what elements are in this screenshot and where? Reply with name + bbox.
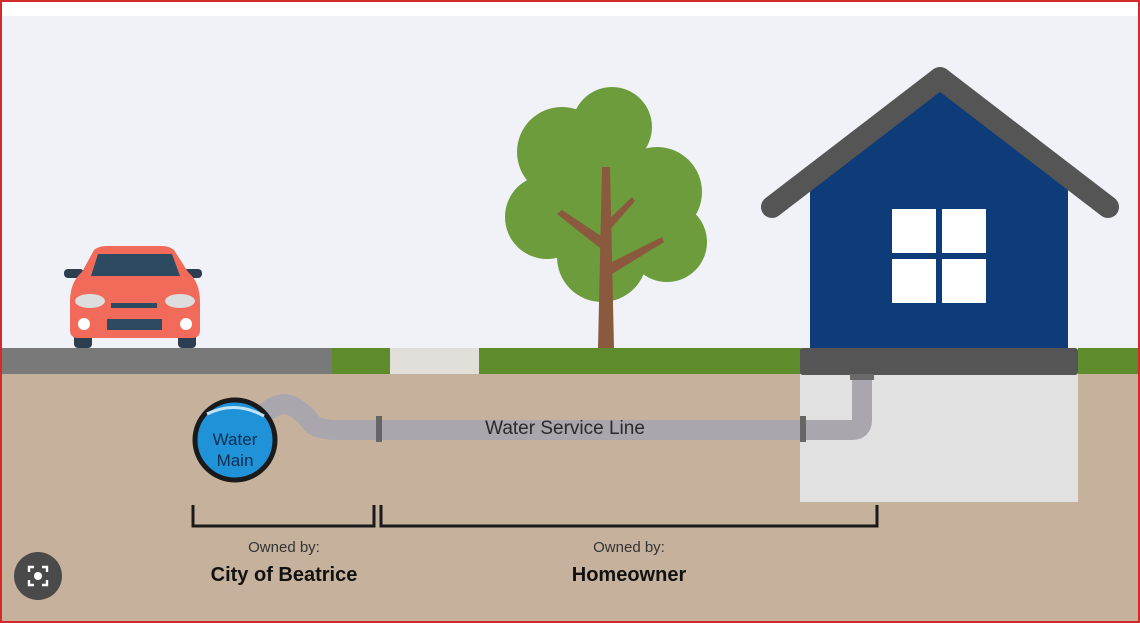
homeowner-owner: Homeowner xyxy=(572,564,687,586)
homeowner-bracket xyxy=(379,505,879,528)
pipe-joint-curb xyxy=(376,416,382,442)
foundation xyxy=(800,348,1078,375)
lens-search-icon xyxy=(27,565,49,587)
house-icon xyxy=(761,67,1119,348)
sidewalk xyxy=(390,348,479,374)
city-bracket xyxy=(191,505,376,528)
water-main-label-2: Main xyxy=(217,451,254,470)
water-main: Water Main xyxy=(192,397,278,483)
car-icon xyxy=(64,246,202,348)
service-line-label: Water Service Line xyxy=(485,418,645,439)
lawn xyxy=(479,348,802,374)
pipe-joint-house xyxy=(800,416,806,442)
lens-search-button[interactable] xyxy=(14,552,62,600)
window-icon xyxy=(892,209,986,303)
pipe-cap xyxy=(850,374,874,380)
homeowner-owned-by: Owned by: xyxy=(593,539,665,556)
city-owner: City of Beatrice xyxy=(211,564,358,586)
lawn-right xyxy=(1078,348,1138,374)
grass-strip xyxy=(332,348,390,374)
city-owned-by: Owned by: xyxy=(248,539,320,556)
service-line-pipe xyxy=(249,380,872,440)
tree-icon xyxy=(505,87,707,348)
road xyxy=(2,348,332,374)
water-main-label-1: Water xyxy=(213,430,258,449)
